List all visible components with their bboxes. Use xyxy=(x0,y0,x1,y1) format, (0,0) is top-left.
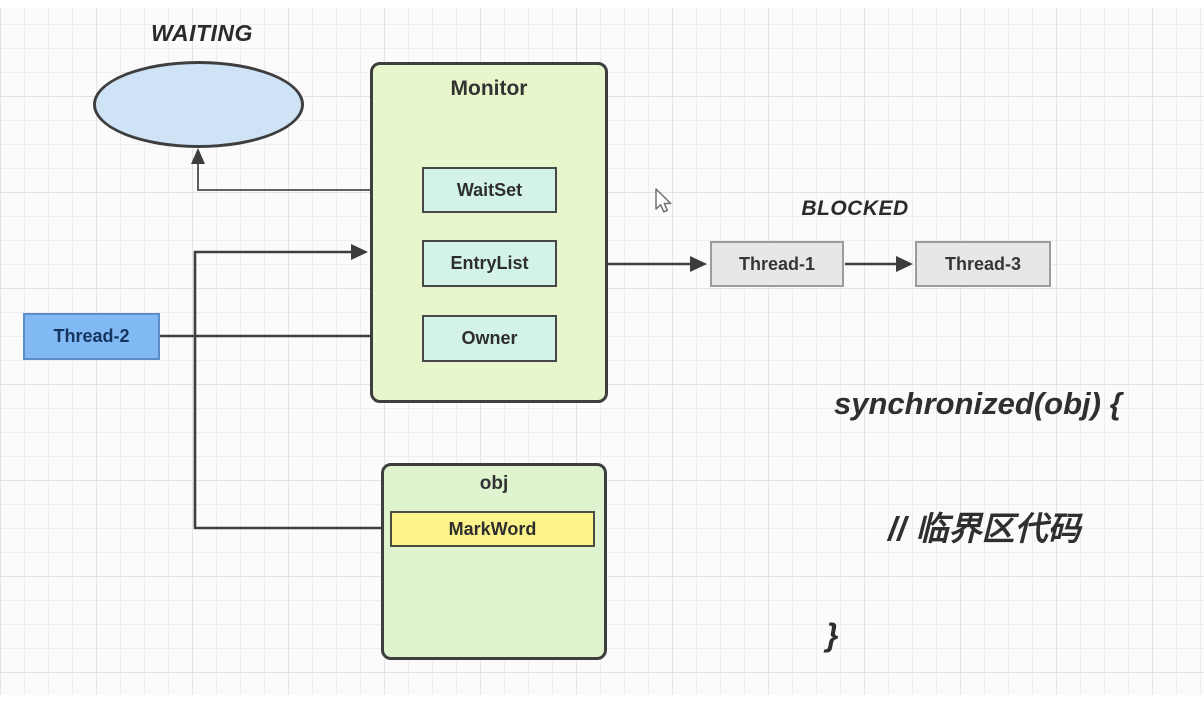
owner-field[interactable]: Owner xyxy=(422,315,557,362)
waitset-field[interactable]: WaitSet xyxy=(422,167,557,213)
code-comment-line: // 临界区代码 xyxy=(888,510,1081,547)
waitset-ellipse[interactable] xyxy=(93,61,304,148)
code-closing-brace: } xyxy=(826,617,839,653)
connector-waitset-to-waiting xyxy=(191,148,422,191)
thread1-node[interactable]: Thread-1 xyxy=(710,241,844,287)
thread2-label: Thread-2 xyxy=(53,326,130,346)
entrylist-label: EntryList xyxy=(450,253,529,273)
code-synchronized-line: synchronized(obj) { xyxy=(834,386,1122,421)
blocked-state-label: BLOCKED xyxy=(801,197,909,220)
obj-box[interactable]: obj xyxy=(381,463,607,660)
markword-label: MarkWord xyxy=(448,518,537,539)
connector-markword-to-entrylist xyxy=(193,244,390,530)
monitor-title: Monitor xyxy=(450,77,528,100)
monitor-box[interactable]: Monitor xyxy=(370,62,608,403)
entrylist-field[interactable]: EntryList xyxy=(422,240,557,287)
obj-title: obj xyxy=(479,473,509,494)
owner-label: Owner xyxy=(461,328,518,348)
thread1-label: Thread-1 xyxy=(738,253,816,274)
thread3-label: Thread-3 xyxy=(944,253,1022,274)
waiting-state-label: WAITING xyxy=(151,20,253,46)
thread3-node[interactable]: Thread-3 xyxy=(915,241,1051,287)
thread2-node[interactable]: Thread-2 xyxy=(23,313,160,360)
waitset-label: WaitSet xyxy=(456,179,523,200)
connector-thread1-to-thread3 xyxy=(845,256,913,272)
markword-field[interactable]: MarkWord xyxy=(390,511,595,547)
